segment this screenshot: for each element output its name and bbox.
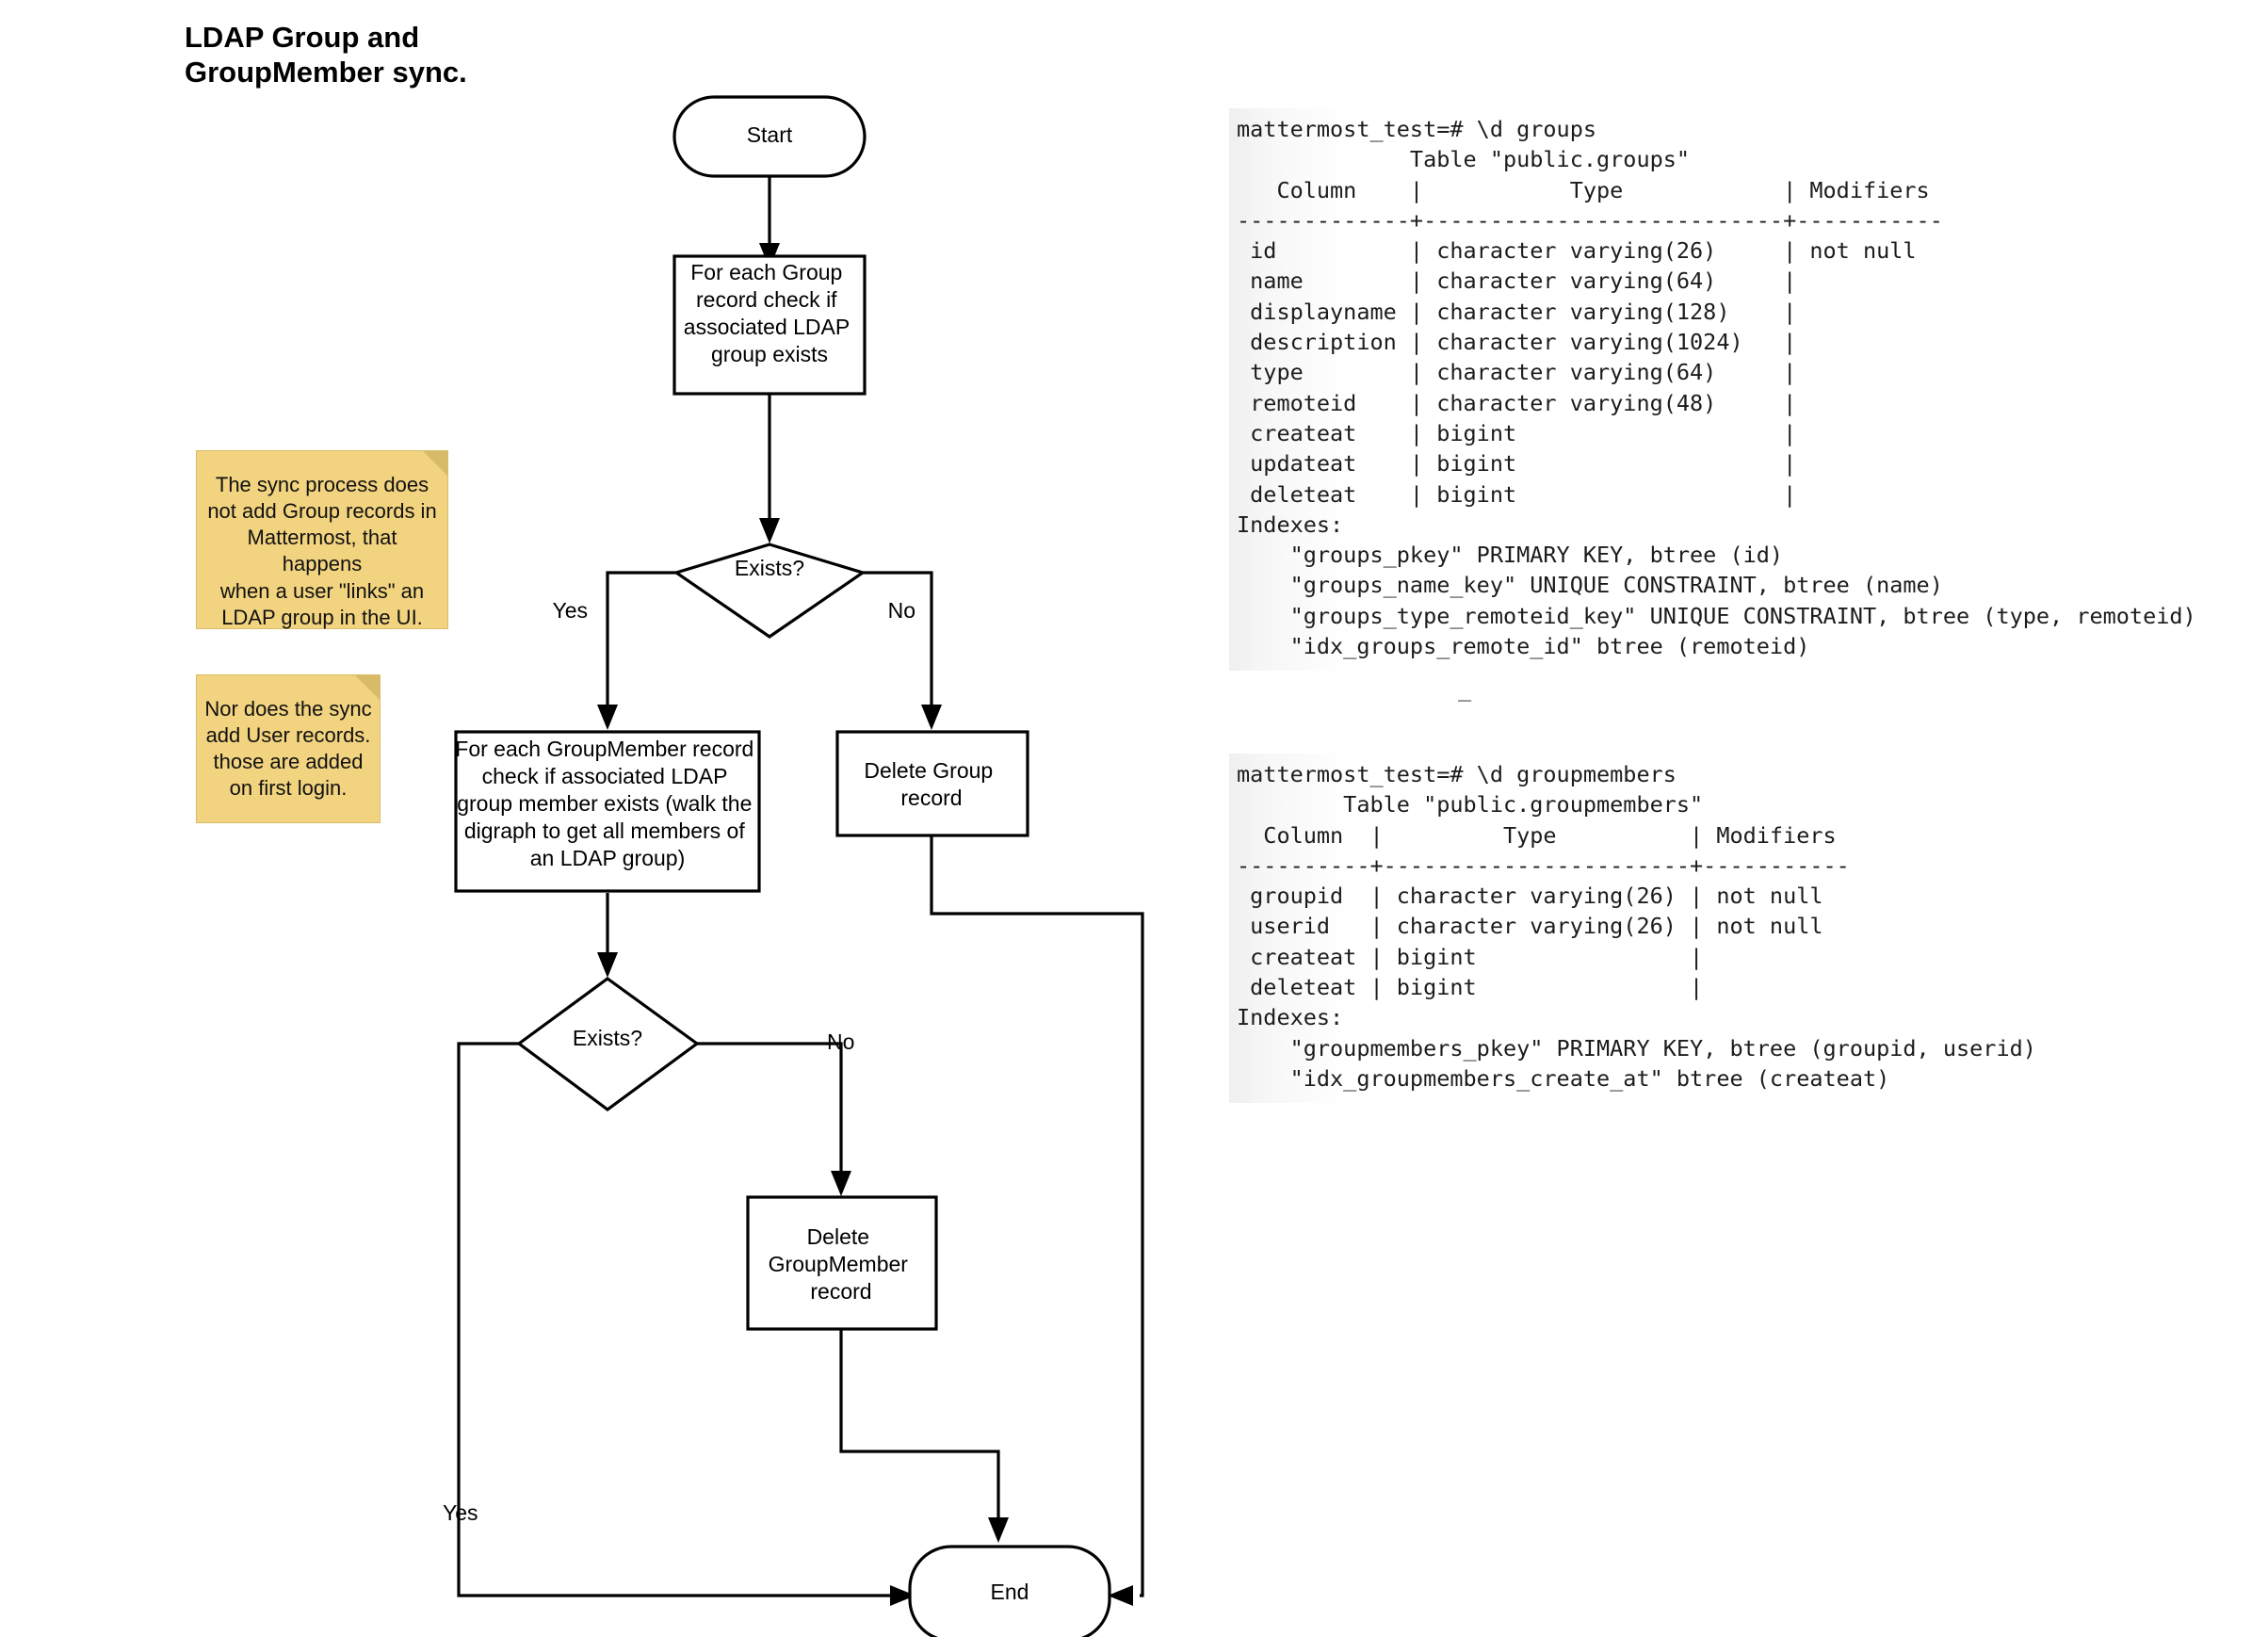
- edge-label-group-no: No: [888, 598, 915, 623]
- node-delete-group-label: Delete Group record: [864, 758, 998, 810]
- node-end[interactable]: [908, 1545, 1111, 1637]
- node-check-group[interactable]: [672, 254, 867, 396]
- arrowhead-exists-group-no: [921, 705, 942, 730]
- edge-exists-member-no: [697, 1042, 843, 1179]
- edge-exists-member-yes: [457, 1042, 899, 1597]
- arrowhead-exists-member-yes: [890, 1585, 915, 1606]
- node-start-label: Start: [747, 122, 793, 147]
- sticky-note-sync: The sync process does not add Group reco…: [196, 450, 448, 629]
- edge-exists-group-no: [863, 571, 933, 713]
- sticky-note-user: Nor does the sync add User records. thos…: [196, 674, 381, 823]
- node-check-group-label: For each Group record check if associate…: [684, 260, 855, 366]
- arrowhead-exists-group-yes: [597, 705, 618, 730]
- node-check-member-label: For each GroupMember record check if ass…: [455, 737, 759, 870]
- sticky-note-user-text: Nor does the sync add User records. thos…: [204, 697, 372, 801]
- edge-label-member-yes: Yes: [443, 1500, 478, 1525]
- edge-label-member-no: No: [827, 1029, 854, 1054]
- edge-label-group-yes: Yes: [552, 598, 588, 623]
- node-exists-member-label: Exists?: [573, 1026, 642, 1050]
- arrowhead-delete-group-to-end: [1108, 1585, 1133, 1606]
- node-end-label: End: [991, 1580, 1029, 1604]
- node-check-member[interactable]: [454, 730, 761, 893]
- node-delete-group[interactable]: [835, 730, 1029, 837]
- node-delete-member[interactable]: [746, 1195, 938, 1331]
- page-title: LDAP Group and GroupMember sync.: [185, 21, 467, 89]
- folded-corner-icon: [355, 675, 380, 700]
- arrowhead-delete-member-to-end: [988, 1517, 1009, 1543]
- edge-exists-group-yes: [606, 571, 676, 713]
- terminal-output-groups: mattermost_test=# \d groups Table "publi…: [1229, 108, 2196, 672]
- edge-delete-member-to-end: [839, 1329, 1000, 1526]
- sticky-note-sync-text: The sync process does not add Group reco…: [207, 473, 437, 629]
- node-delete-member-label: Delete GroupMember record: [769, 1224, 915, 1304]
- node-exists-member[interactable]: [516, 977, 700, 1111]
- node-exists-group[interactable]: [672, 543, 867, 639]
- folded-corner-icon: [423, 451, 447, 476]
- terminal-output-groupmembers: mattermost_test=# \d groupmembers Table …: [1229, 754, 2036, 1104]
- terminal-cursor-groups: _: [1458, 675, 1472, 702]
- arrowhead-exists-member-no: [831, 1171, 851, 1196]
- node-start[interactable]: [672, 95, 867, 178]
- node-exists-group-label: Exists?: [735, 556, 804, 580]
- edge-delete-group-to-end: [930, 835, 1144, 1597]
- arrowhead-check-group-to-exists: [759, 518, 780, 543]
- arrowhead-check-member-to-exists: [597, 952, 618, 978]
